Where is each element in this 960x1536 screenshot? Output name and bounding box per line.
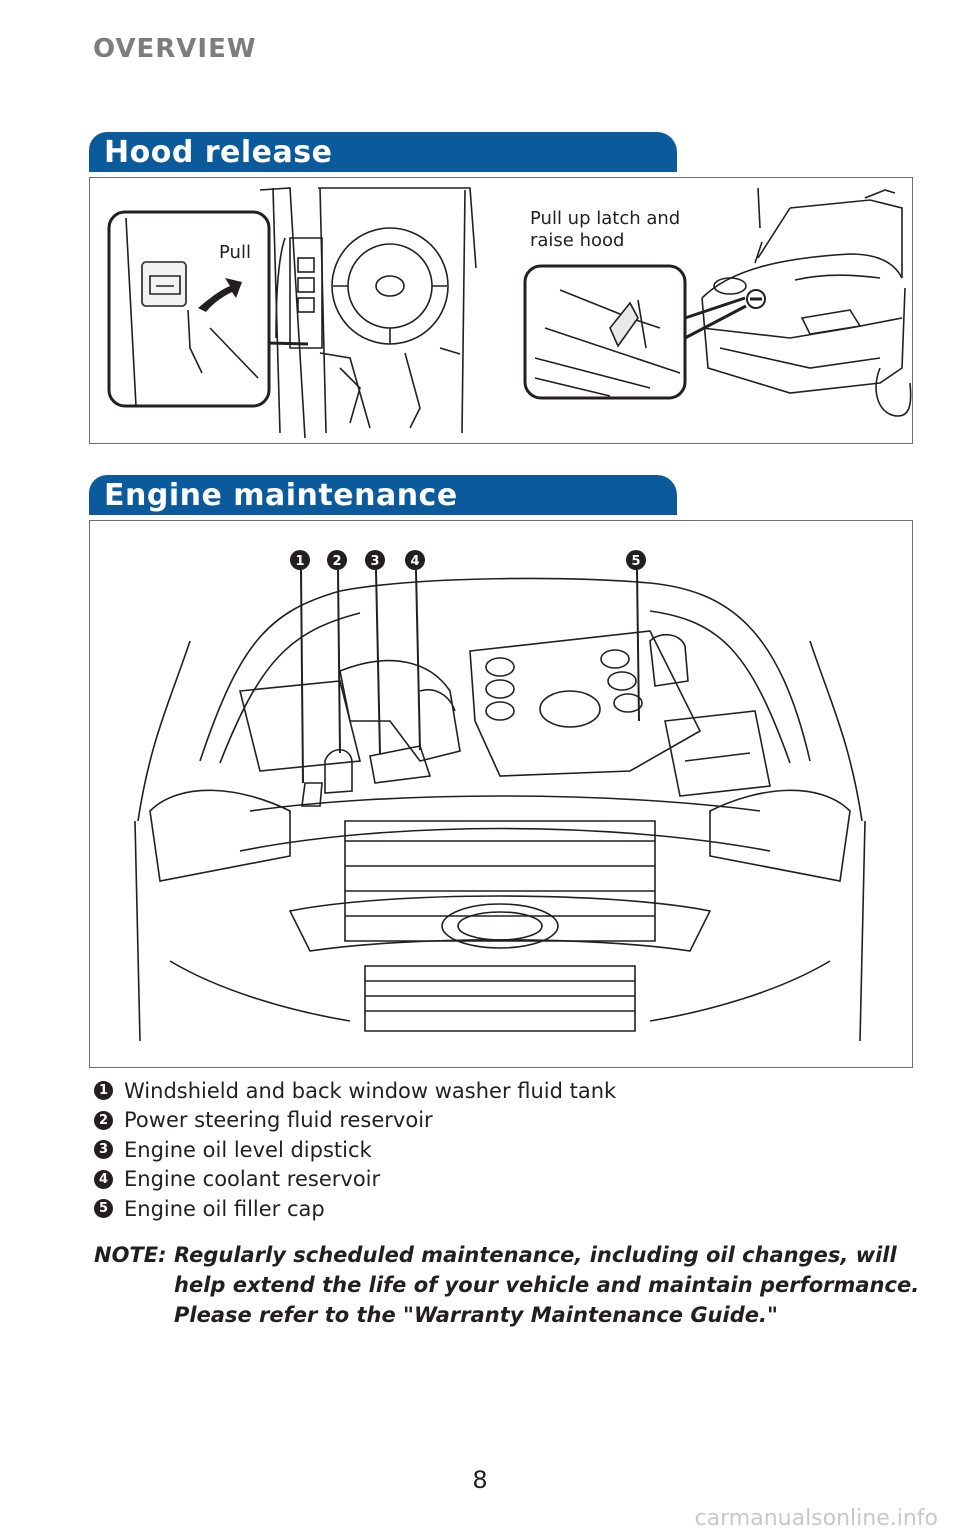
- engine-legend: 1 Windshield and back window washer flui…: [94, 1076, 616, 1224]
- legend-badge-2: 2: [94, 1110, 113, 1130]
- legend-badge-3: 3: [94, 1140, 113, 1160]
- legend-text-3: Engine oil level dipstick: [124, 1137, 372, 1162]
- hood-release-illustration: Pull Pull up latch and raise hood: [89, 177, 913, 444]
- legend-badge-5: 5: [94, 1199, 113, 1219]
- legend-item: 2 Power steering fluid reservoir: [94, 1106, 616, 1136]
- engine-maintenance-tab: Engine maintenance: [89, 475, 677, 515]
- hood-release-title: Hood release: [104, 135, 333, 170]
- engine-bay-illustration: 1 2 3 4 5: [89, 520, 913, 1068]
- callout-1-badge: [290, 550, 310, 570]
- callout-badges: 1 2 3 4 5: [290, 550, 646, 570]
- callout-5-num: 5: [631, 554, 640, 569]
- legend-text-5: Engine oil filler cap: [124, 1196, 325, 1221]
- legend-item: 1 Windshield and back window washer flui…: [94, 1076, 616, 1106]
- callout-4-badge: [405, 550, 425, 570]
- legend-item: 4 Engine coolant reservoir: [94, 1165, 616, 1195]
- note-line-2: help extend the life of your vehicle and…: [174, 1273, 920, 1297]
- legend-text-4: Engine coolant reservoir: [124, 1167, 381, 1192]
- legend-text-2: Power steering fluid reservoir: [124, 1108, 433, 1133]
- watermark: carmanualsonline.info: [694, 1506, 938, 1531]
- engine-bay-drawing: 1 2 3 4 5: [134, 550, 866, 1042]
- engine-maintenance-title: Engine maintenance: [104, 478, 458, 513]
- latch-label-line1: Pull up latch and: [530, 208, 681, 229]
- latch-label-line2: raise hood: [530, 230, 625, 251]
- legend-badge-4: 4: [94, 1169, 113, 1189]
- legend-badge-1: 1: [94, 1081, 113, 1101]
- page-number: 8: [472, 1466, 488, 1494]
- note-line-1: Regularly scheduled maintenance, includi…: [174, 1243, 897, 1267]
- legend-item: 5 Engine oil filler cap: [94, 1194, 616, 1224]
- pull-label: Pull: [219, 242, 251, 263]
- legend-item: 3 Engine oil level dipstick: [94, 1135, 616, 1165]
- note-label: NOTE:: [94, 1243, 167, 1267]
- callout-2-num: 2: [332, 554, 341, 569]
- callout-3-num: 3: [370, 554, 379, 569]
- callout-2-badge: [327, 550, 347, 570]
- callout-1-num: 1: [295, 554, 304, 569]
- callout-4-num: 4: [410, 554, 419, 569]
- hood-release-drawing: [107, 187, 912, 439]
- page-section-title: OVERVIEW: [93, 34, 257, 64]
- callout-5-badge: [626, 550, 646, 570]
- hood-release-tab: Hood release: [89, 132, 677, 172]
- note-line-3: Please refer to the "Warranty Maintenanc…: [174, 1303, 778, 1327]
- callout-3-badge: [365, 550, 385, 570]
- note-body: Regularly scheduled maintenance, includi…: [174, 1240, 920, 1330]
- pull-arrow-icon: [198, 278, 242, 312]
- legend-text-1: Windshield and back window washer fluid …: [124, 1078, 617, 1103]
